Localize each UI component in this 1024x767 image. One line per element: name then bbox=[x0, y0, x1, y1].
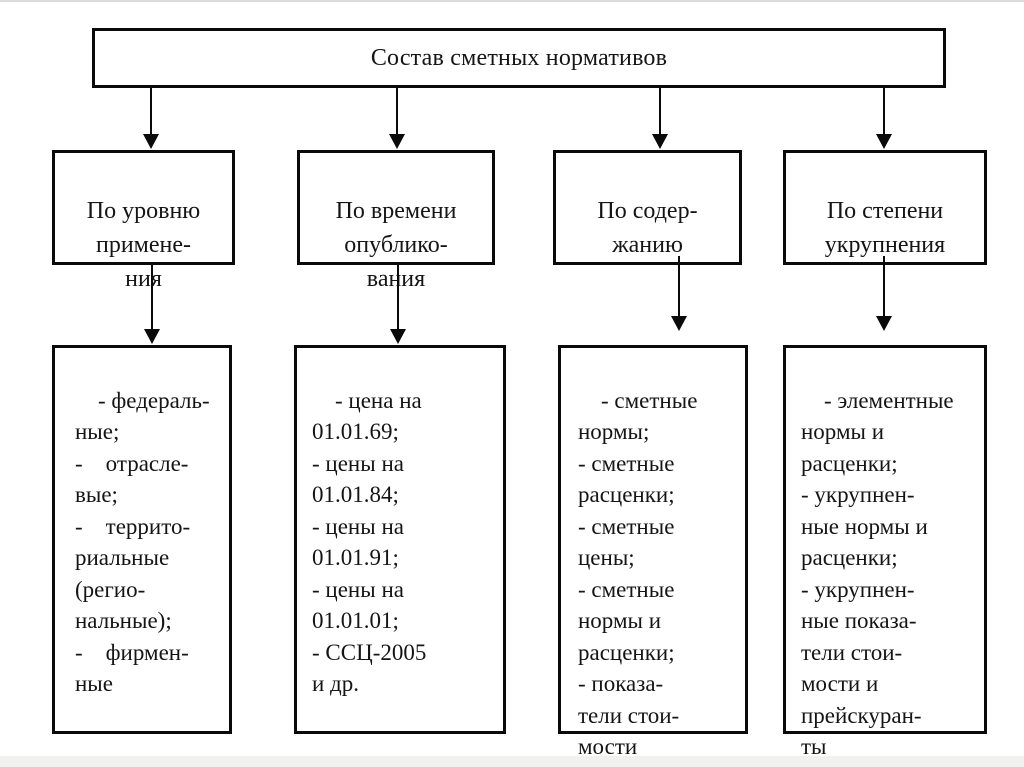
arrowhead-icon bbox=[144, 329, 160, 344]
root-box: Состав сметных нормативов bbox=[92, 28, 946, 88]
arrow-root-to-category-4 bbox=[876, 88, 892, 149]
category-label: По содер- жанию bbox=[597, 198, 698, 258]
arrow-root-to-category-3 bbox=[652, 88, 668, 149]
detail-list: - цена на 01.01.69; - цены на 01.01.84; … bbox=[312, 387, 427, 697]
arrow-category-1-to-detail-1 bbox=[144, 265, 160, 344]
category-box-publication-time: По времени опублико- вания bbox=[297, 150, 495, 292]
arrowhead-icon bbox=[876, 316, 892, 331]
top-edge-line bbox=[0, 0, 1024, 2]
category-label: По уровню примене- ния bbox=[86, 198, 201, 292]
detail-box-publication-items: - цена на 01.01.69; - цены на 01.01.84; … bbox=[294, 345, 506, 734]
arrowhead-icon bbox=[652, 134, 668, 149]
category-label: По времени опублико- вания bbox=[335, 198, 457, 292]
arrowhead-icon bbox=[876, 134, 892, 149]
arrowhead-icon bbox=[389, 134, 405, 149]
arrowhead-icon bbox=[671, 316, 687, 331]
arrow-category-3-to-detail-3 bbox=[671, 256, 687, 331]
detail-box-content-items: - сметные нормы; - сметные расценки; - с… bbox=[558, 345, 748, 759]
detail-box-aggregation-items: - элементные нормы и расценки; - укрупне… bbox=[783, 345, 987, 759]
arrow-root-to-category-2 bbox=[389, 88, 405, 149]
detail-list: - сметные нормы; - сметные расценки; - с… bbox=[578, 387, 698, 760]
arrowhead-icon bbox=[143, 134, 159, 149]
arrow-root-to-category-1 bbox=[143, 88, 159, 149]
category-box-content: По содер- жанию bbox=[553, 150, 742, 265]
category-label: По степени укрупнения bbox=[824, 198, 946, 258]
detail-list: - федераль- ные; - отрасле- вые; - терри… bbox=[75, 387, 210, 697]
category-box-aggregation: По степени укрупнения bbox=[783, 150, 987, 265]
detail-box-level-items: - федераль- ные; - отрасле- вые; - терри… bbox=[52, 345, 232, 734]
arrowhead-icon bbox=[390, 329, 406, 344]
root-box-title: Состав сметных нормативов bbox=[370, 44, 668, 71]
arrow-category-2-to-detail-2 bbox=[390, 265, 406, 344]
arrow-category-4-to-detail-4 bbox=[876, 256, 892, 331]
category-box-level: По уровню примене- ния bbox=[52, 150, 235, 292]
detail-list: - элементные нормы и расценки; - укрупне… bbox=[801, 387, 954, 760]
bottom-edge-strip bbox=[0, 756, 1024, 767]
